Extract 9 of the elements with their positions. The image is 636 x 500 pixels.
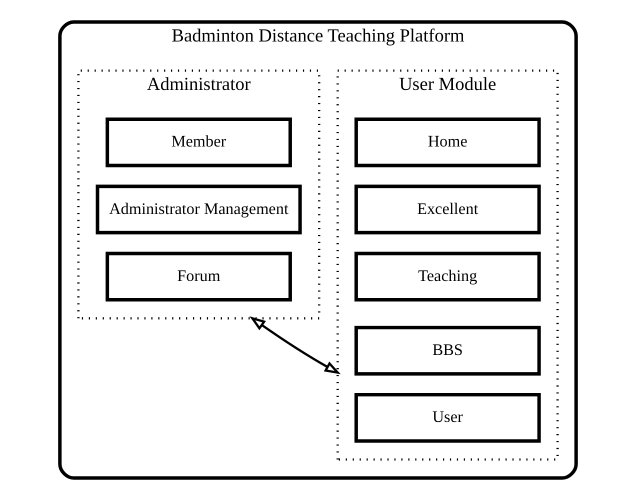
node-box: Forum <box>106 252 292 302</box>
node-box: Member <box>106 117 292 168</box>
node-box: Home <box>354 117 541 168</box>
node-box: Excellent <box>354 184 541 234</box>
arrow <box>249 316 341 374</box>
node-box: Administrator Management <box>96 184 302 234</box>
node-box: Teaching <box>354 252 541 302</box>
node-box: BBS <box>354 326 541 376</box>
node-box: User <box>354 392 541 443</box>
